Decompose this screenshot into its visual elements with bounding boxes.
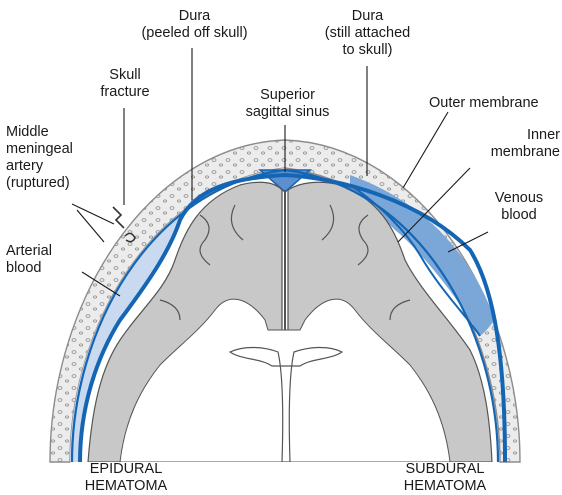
label-outer-membrane: Outer membrane <box>429 95 539 112</box>
skull-fracture-mark <box>113 207 124 228</box>
label-dura-peeled: Dura(peeled off skull) <box>122 8 267 42</box>
